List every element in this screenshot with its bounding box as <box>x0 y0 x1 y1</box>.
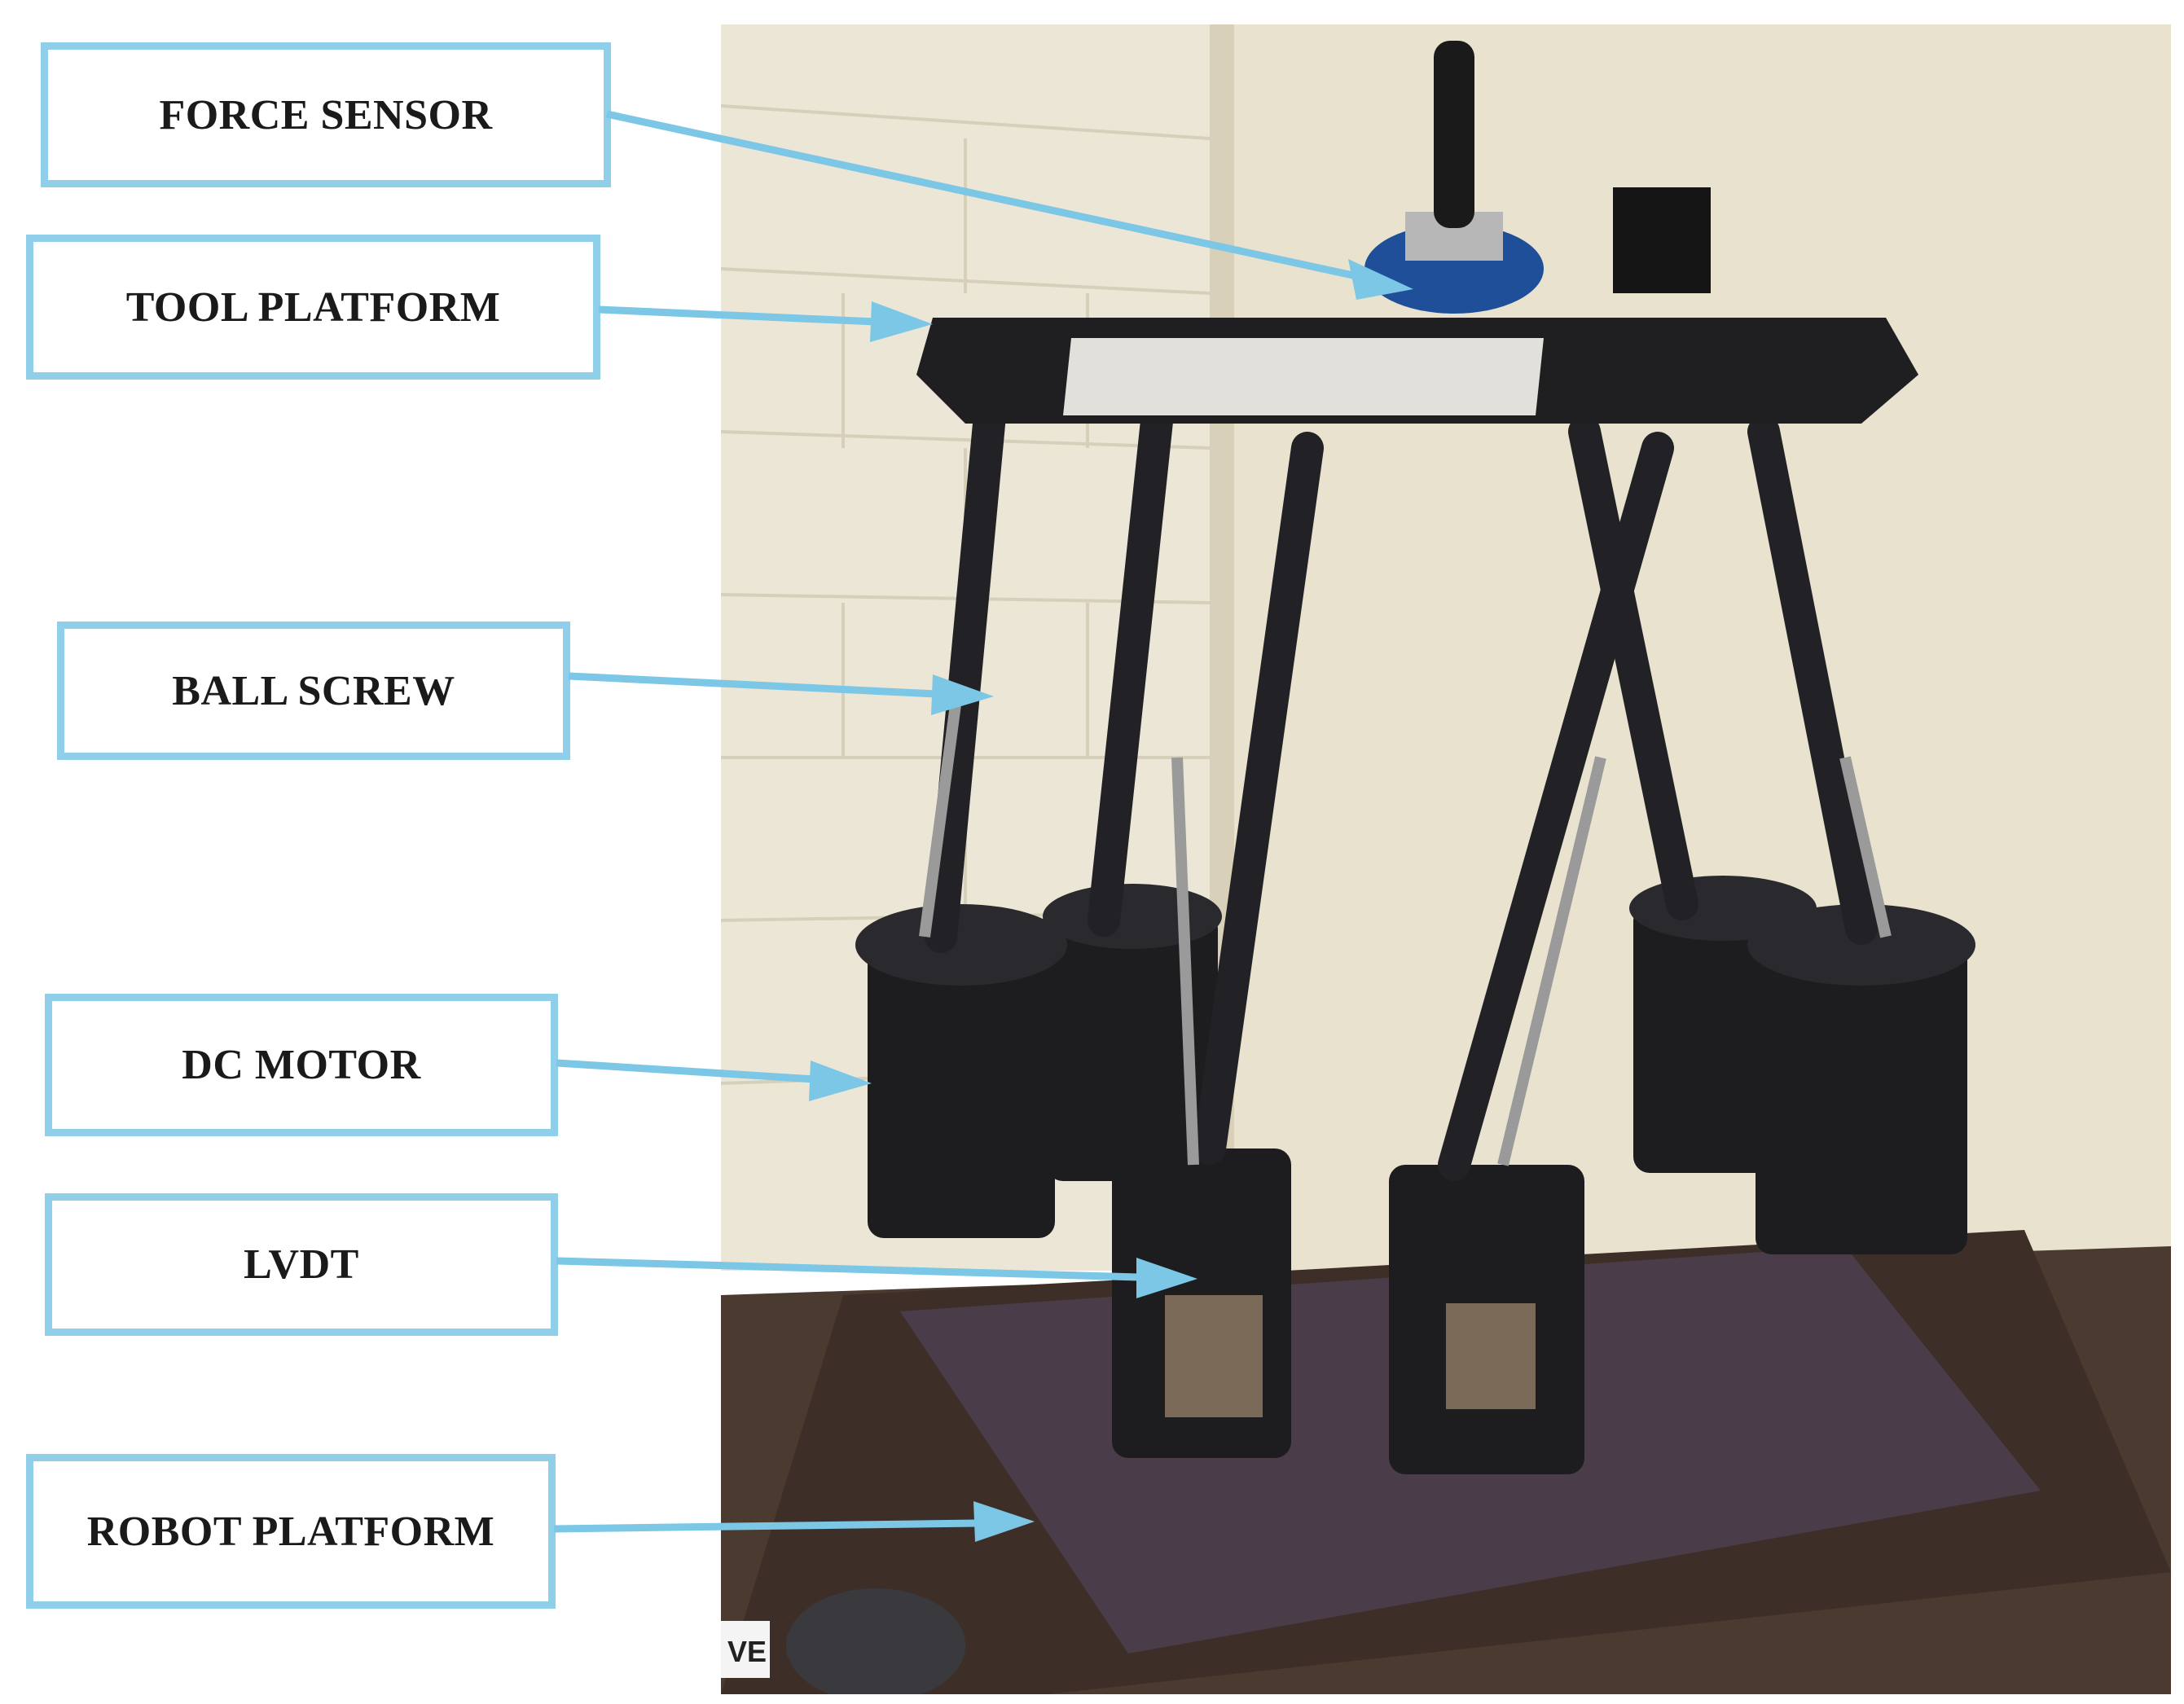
label-force-sensor: FORCE SENSOR <box>41 42 611 187</box>
label-robot-platform: ROBOT PLATFORM <box>26 1454 556 1609</box>
label-ball-screw-text: BALL SCREW <box>172 667 455 714</box>
label-ball-screw: BALL SCREW <box>57 621 570 760</box>
label-dc-motor: DC MOTOR <box>45 994 558 1136</box>
label-force-sensor-text: FORCE SENSOR <box>159 91 493 138</box>
label-tool-platform: TOOL PLATFORM <box>26 235 600 380</box>
label-lvdt: LVDT <box>45 1193 558 1336</box>
label-tool-platform-text: TOOL PLATFORM <box>125 283 501 331</box>
screen-tag-text: VE <box>727 1635 767 1668</box>
label-lvdt-text: LVDT <box>244 1241 359 1288</box>
label-dc-motor-text: DC MOTOR <box>182 1042 421 1088</box>
label-robot-platform-text: ROBOT PLATFORM <box>86 1508 495 1555</box>
hexapod-robot-photo: VE <box>721 24 2171 1694</box>
